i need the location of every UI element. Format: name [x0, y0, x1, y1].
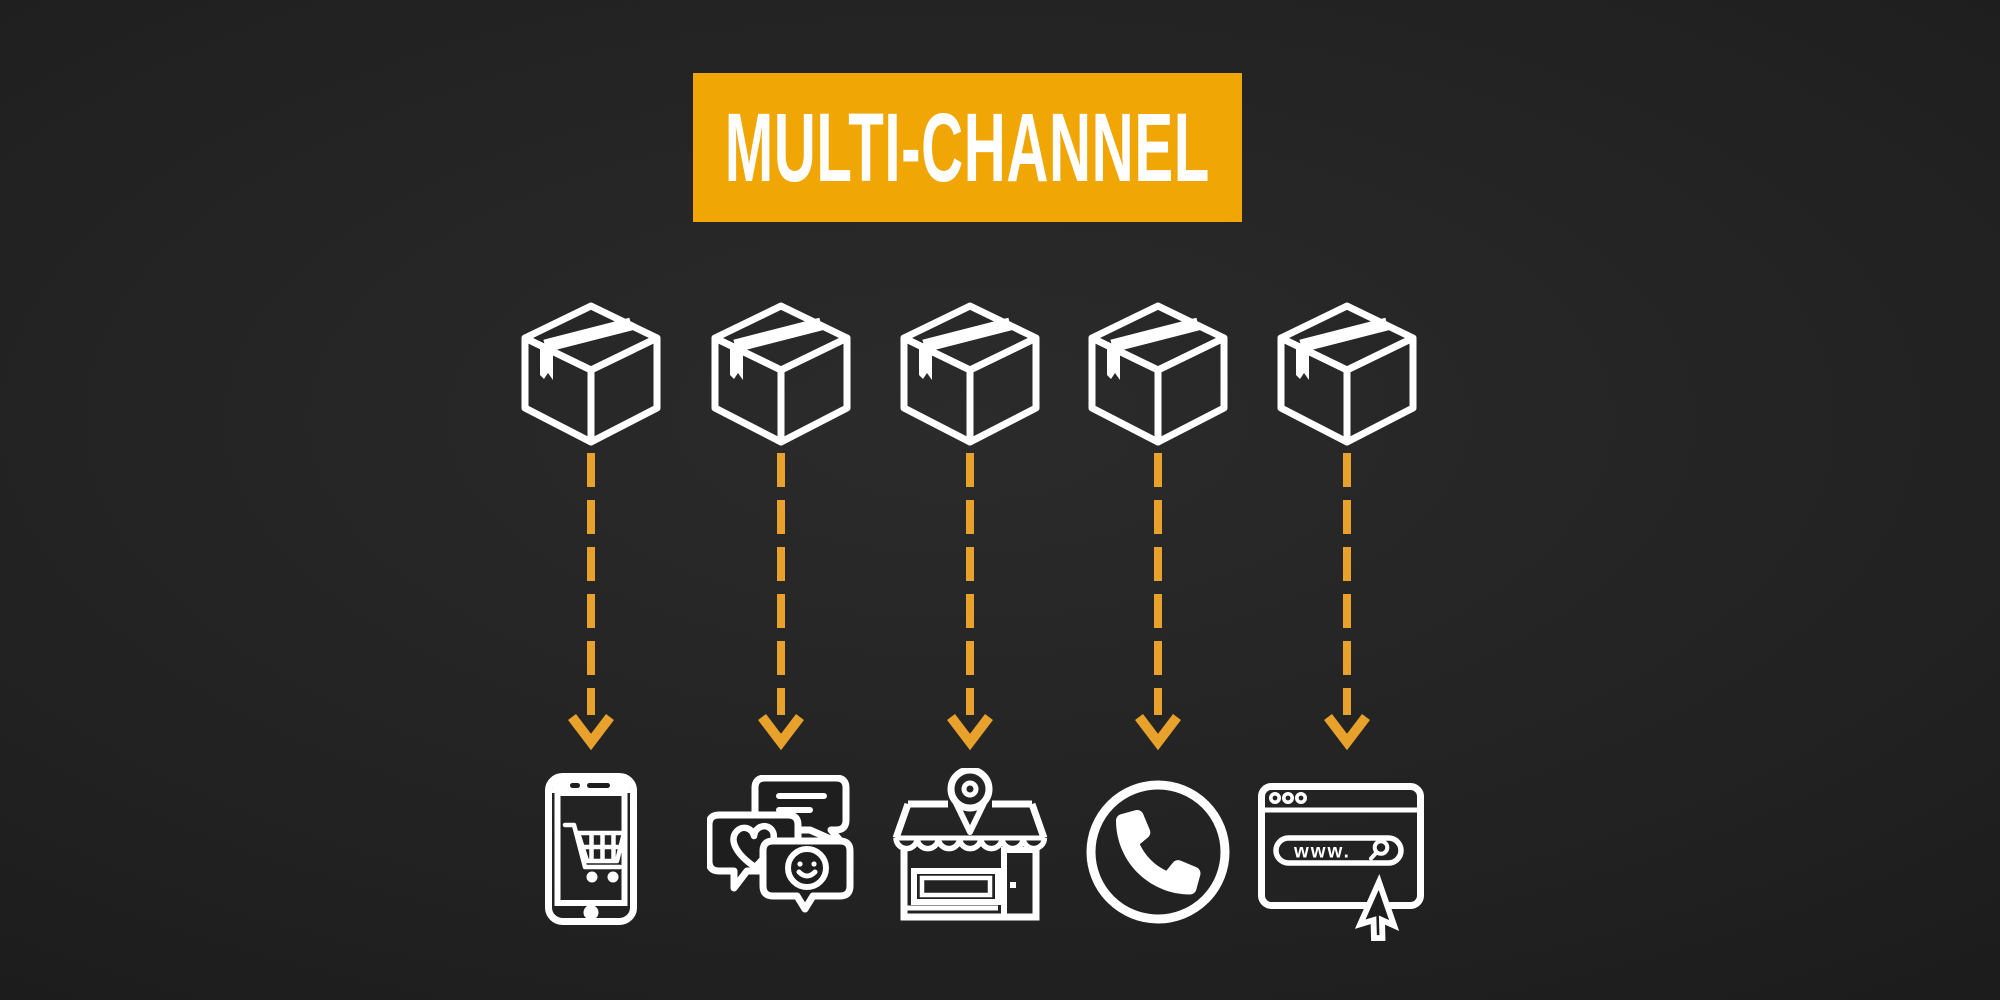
chat-bubbles-icon	[707, 775, 855, 915]
channel-column-phone-call	[1063, 301, 1253, 927]
package-box-icon	[1086, 301, 1230, 447]
search-bar	[1273, 835, 1404, 866]
page-title: MULTI-CHANNEL	[724, 93, 1211, 202]
mouse-cursor-icon	[1354, 874, 1400, 941]
browser-dot-icon	[1281, 792, 1294, 804]
dashed-arrow-icon	[757, 451, 805, 767]
channel-column-physical-store	[875, 301, 1065, 924]
package-box-icon	[1275, 301, 1419, 447]
channel-column-social-media	[686, 301, 876, 915]
browser-dot-icon	[1294, 792, 1307, 804]
browser-dot-icon	[1269, 792, 1281, 804]
smartphone-shopping-cart-icon	[545, 773, 637, 925]
web-browser-icon: www.	[1258, 783, 1424, 941]
channel-column-mobile-shopping	[496, 301, 686, 925]
package-box-icon	[898, 301, 1042, 447]
dashed-arrow-icon	[1323, 451, 1371, 767]
search-bar-text: www.	[1293, 842, 1351, 863]
phone-handset-circle-icon	[1083, 777, 1233, 927]
package-box-icon	[709, 301, 853, 447]
dashed-arrow-icon	[946, 451, 994, 767]
dashed-arrow-icon	[567, 451, 615, 767]
search-icon	[1372, 839, 1390, 856]
title-banner: MULTI-CHANNEL	[693, 73, 1242, 222]
dashed-arrow-icon	[1134, 451, 1182, 767]
channel-column-website: www.	[1252, 301, 1442, 945]
package-box-icon	[519, 301, 663, 447]
storefront-location-icon	[892, 768, 1048, 924]
